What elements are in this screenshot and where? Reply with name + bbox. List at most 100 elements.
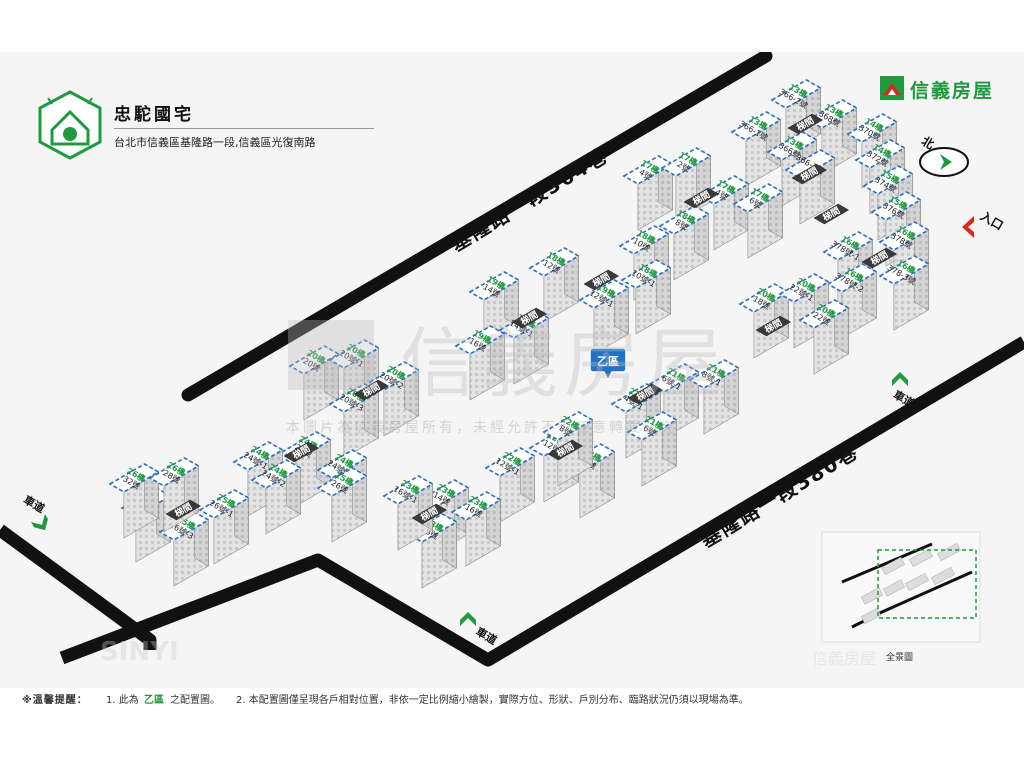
watermark-logo-icon [288, 320, 374, 390]
stairwell-roof [791, 163, 828, 185]
building-roof [658, 205, 711, 235]
building-roof [528, 247, 581, 277]
road-south [59, 336, 1024, 667]
building-roof [620, 259, 673, 289]
stairwell-roof [683, 187, 720, 209]
site-plan-svg: 基隆路一段364巷 基隆路一段380巷 車道 車道 車道 13樓366-2號13… [0, 52, 1024, 668]
notice-item2: 2. 本配置圖僅呈現各戶相對位置，非依一定比例縮小繪製，實際方位、形狀、戶別分布… [236, 695, 749, 706]
building-roof [622, 155, 675, 185]
building-roof [250, 459, 303, 489]
building-roof [784, 149, 837, 179]
overview-map[interactable]: 全景圖 [821, 531, 981, 663]
notice-item1-zone: 乙區 [144, 695, 164, 706]
overview-label: 全景圖 [886, 651, 913, 663]
community-divider [114, 128, 374, 129]
building-roof [618, 225, 671, 255]
brand-logo-icon [880, 76, 904, 100]
stairwell-roof [755, 315, 792, 337]
building-roof [382, 475, 435, 505]
driveway-label: 車道 [474, 624, 500, 647]
road-north [181, 52, 773, 402]
stairwell-roof [813, 203, 850, 225]
building-roof [660, 147, 713, 177]
entrance-label: 入口 [977, 208, 1006, 233]
zone-pin-label: 乙區 [597, 355, 619, 368]
building-roof [148, 457, 201, 487]
stairwell-roof [787, 113, 824, 135]
building-roof [232, 441, 285, 471]
building-blocks: 13樓366-2號13樓368號13樓366-1號13樓366號366-3號14… [108, 79, 931, 589]
stairwell-roof [353, 379, 390, 401]
building-roof [288, 345, 341, 375]
stairwell-roof [583, 269, 620, 291]
building-roof [730, 111, 783, 141]
building-roof [862, 165, 915, 195]
building-roof [854, 139, 907, 169]
building-roof [732, 183, 785, 213]
watermark: 信義房屋 本圖片為信義房屋所有，未經允許不得任意轉載必究 SINYI 信義房屋 [100, 319, 876, 668]
road-west [0, 524, 157, 650]
notice-bar: ※溫馨提醒： 1. 此為 乙區 之配置圖。 2. 本配置圖僅呈現各戶相對位置，非… [0, 688, 1024, 714]
driveway-marker-west: 車道 [21, 492, 48, 531]
zone-pin[interactable]: 乙區 [589, 347, 627, 382]
building-roof [108, 463, 161, 493]
notice-item1-prefix: 1. 此為 [106, 695, 139, 706]
building-roof [688, 359, 741, 389]
building-roof [770, 79, 823, 109]
community-logo-icon [38, 90, 102, 160]
community-name: 忠駝國宅 [114, 105, 194, 125]
building-roof [798, 299, 851, 329]
driveway-label: 車道 [21, 492, 47, 515]
building-roof [468, 271, 521, 301]
stairwell-roof [411, 503, 448, 525]
building-roof [826, 263, 879, 293]
building-roof [870, 191, 923, 221]
compass: 北 [918, 134, 970, 178]
stairwell-roof [165, 499, 202, 521]
brand-name: 信義房屋 [910, 80, 995, 102]
compass-icon [919, 147, 969, 177]
brand-logo[interactable]: 信義房屋 [880, 76, 1010, 106]
driveway-marker-east: 車道 [891, 372, 917, 411]
stairwell-roof [547, 439, 584, 461]
building-roof [626, 411, 679, 441]
stairwell-roof [861, 247, 898, 269]
building-roof [454, 325, 507, 355]
stairwell-roof [511, 307, 548, 329]
stairwell-roof [627, 383, 664, 405]
building-roof [738, 283, 791, 313]
building-roof [878, 255, 931, 285]
building-roof [450, 491, 503, 521]
overview-highlight [877, 549, 977, 619]
stairwell-roof [283, 441, 320, 463]
building-roof [542, 411, 595, 441]
building-roof [846, 113, 899, 143]
watermark-corner-2: 信義房屋 [812, 649, 876, 668]
building-roof [878, 221, 931, 251]
building-roof [778, 273, 831, 303]
building-roof [316, 449, 369, 479]
